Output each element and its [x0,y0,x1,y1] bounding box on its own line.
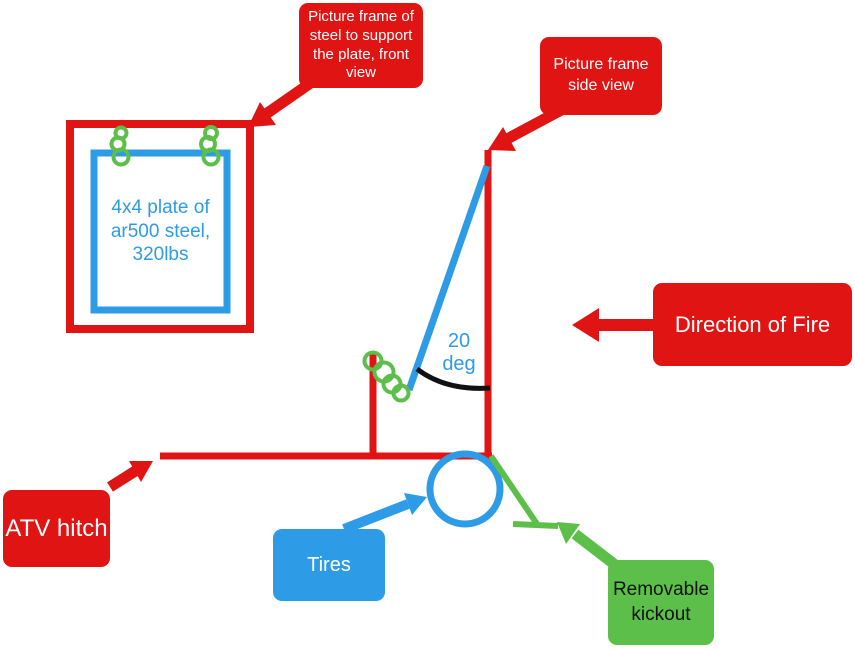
kickout-leg-line [488,454,540,526]
plate-side-line [405,164,491,392]
callout-front-view: Picture frame of steel to support the pl… [299,3,423,88]
front-callout-arrow [248,77,316,127]
chain-left-icon [109,125,131,167]
chain-right-icon [199,125,221,167]
plate-rect [90,149,231,314]
angle-label: 20 deg [442,330,476,375]
callout-removable-kickout: Removable kickout [608,560,714,645]
angle-arc [415,366,491,391]
direction-of-fire-arrow [572,308,653,342]
tires-arrow [342,493,427,534]
kickout-arrow [557,522,618,569]
callout-direction-of-fire: Direction of Fire [653,283,852,366]
callout-atv-hitch: ATV hitch [3,490,110,567]
tire-circle [426,450,504,528]
callout-tires: Tires [273,529,385,601]
front-frame-rect [66,120,254,333]
callout-side-view: Picture frame side view [540,37,662,115]
plate-label: 4x4 plate of ar500 steel, 320lbs [110,196,211,266]
kickout-foot-line [512,521,559,529]
atv-hitch-arrow [107,461,153,492]
chain-side-icon [362,350,411,403]
